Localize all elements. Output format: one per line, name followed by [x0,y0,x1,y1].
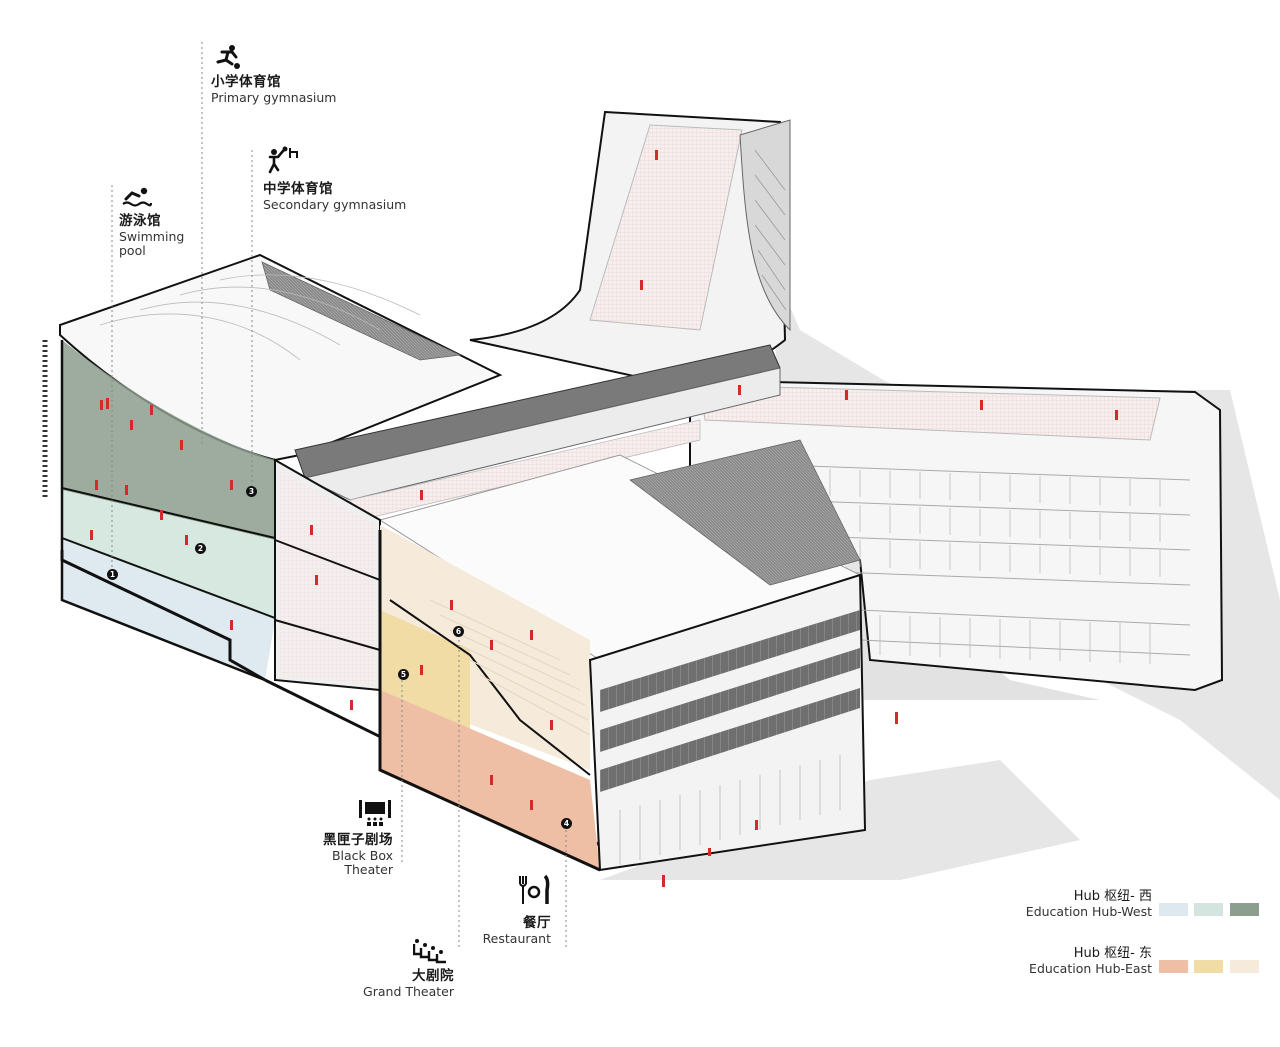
label-swimming-pool: 游泳馆 Swimming pool [119,213,185,258]
zone-marker-1: 1 [107,569,118,580]
label-secondary-gymnasium: 中学体育馆 Secondary gymnasium [263,181,407,212]
tiered-seating-icon [413,939,446,964]
legend-west-swatch-mid [1194,903,1223,916]
grand-theater-en: Grand Theater [363,983,454,999]
label-primary-gymnasium: 小学体育馆 Primary gymnasium [211,74,337,105]
soccer-player-icon [216,45,240,69]
legend-west-en: Education Hub-West [1025,904,1152,919]
swimmer-icon [122,187,152,207]
legend-east-swatch-yellow [1194,960,1223,973]
basketball-player-icon [268,146,298,174]
zone-marker-6: 6 [453,626,464,637]
legend-east-en: Education Hub-East [1029,961,1152,976]
legend-east-swatch-cream [1230,960,1259,973]
secondary-gym-zh: 中学体育馆 [263,181,333,197]
label-grand-theater: 大剧院 Grand Theater [350,968,454,999]
legend-west-swatch-light [1159,903,1188,916]
legend-east-title: Hub 枢纽- 东 Education Hub-East [1000,942,1152,976]
secondary-gym-en: Secondary gymnasium [263,196,407,212]
north-wing [469,110,791,397]
label-restaurant: 餐厅 Restaurant [460,915,551,946]
grand-theater-zh: 大剧院 [412,968,454,984]
zone-marker-2: 2 [195,543,206,554]
legend-west-swatch-dark [1230,903,1259,916]
black-box-en: Black Box Theater [331,847,393,877]
fork-plate-knife-icon [519,874,550,904]
primary-gym-en: Primary gymnasium [211,89,337,105]
black-box-zh: 黑匣子剧场 [323,832,393,848]
restaurant-zh: 餐厅 [523,915,551,931]
swimming-pool-en-2: pool [119,242,146,258]
leader-lines [111,42,567,950]
legend-west-title: Hub 枢纽- 西 Education Hub-West [1000,885,1152,919]
swimming-pool-en-1: Swimming [119,228,185,244]
legend-east-zh: Hub 枢纽- 东 [1073,946,1152,961]
label-black-box-theater: 黑匣子剧场 Black Box Theater [280,832,393,877]
central-bridge [294,344,781,521]
west-roof [59,253,503,462]
zone-marker-3: 3 [246,486,257,497]
legend-west-zh: Hub 枢纽- 西 [1073,889,1152,904]
zone-marker-4: 4 [561,818,572,829]
legend-east-swatch-red [1159,960,1188,973]
south-facade [588,573,867,872]
people-figures [90,150,1118,887]
primary-gym-zh: 小学体育馆 [211,74,281,90]
zone-marker-5: 5 [398,669,409,680]
circulation-section [264,458,601,847]
stage-audience-icon [359,800,391,826]
restaurant-en: Restaurant [482,930,551,946]
swimming-pool-zh: 游泳馆 [119,213,161,229]
